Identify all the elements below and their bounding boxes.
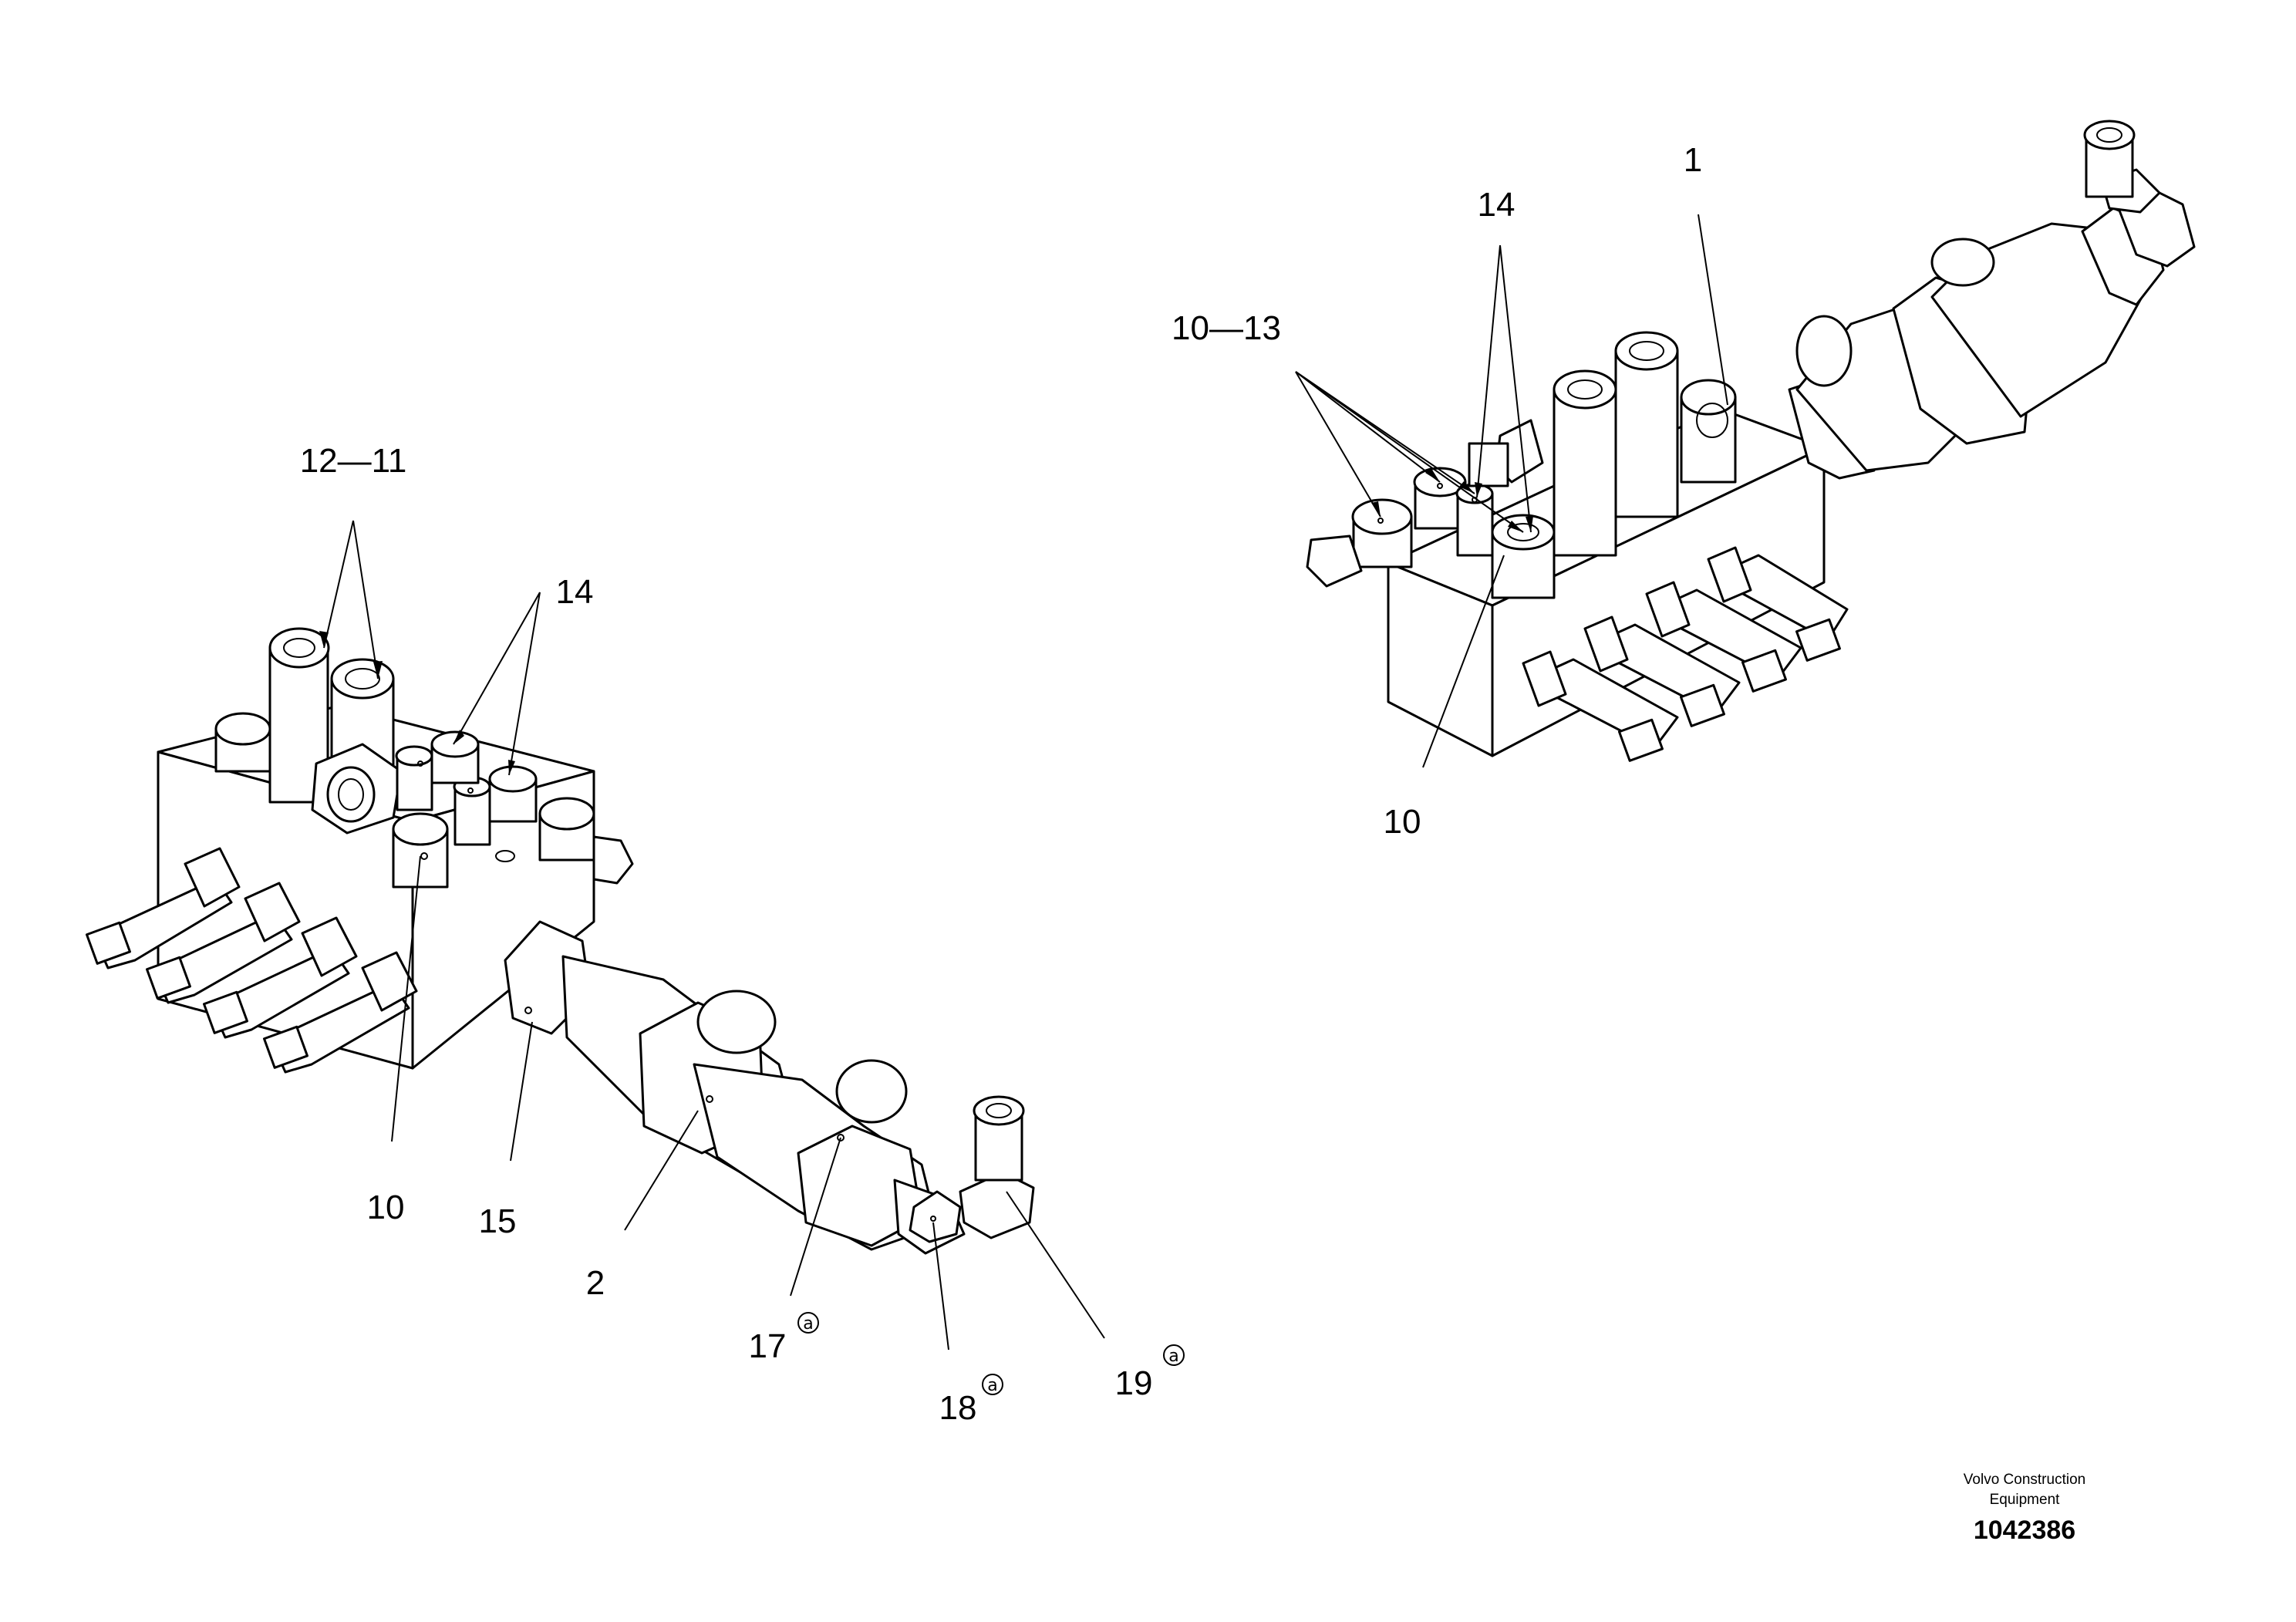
brand-line-2: Equipment [1990, 1492, 2061, 1508]
callout-10-13: 10—13 [1172, 309, 1281, 347]
right-plug-2 [1583, 615, 1741, 727]
svg-text:a: a [1168, 1347, 1178, 1366]
left-fitting-elbow [311, 743, 403, 835]
left-pin-2 [453, 776, 491, 846]
callout-10-right: 10 [1384, 803, 1421, 841]
title-block: Volvo Construction Equipment 1042386 [1964, 1472, 2085, 1545]
callout-15: 15 [479, 1202, 517, 1240]
right-fitting-tall-e [1614, 331, 1679, 518]
callout-14-left: 14 [556, 573, 594, 611]
right-fitting-tall-d [1553, 369, 1617, 557]
callout-1: 1 [1684, 141, 1702, 179]
note-mark-17: a [797, 1312, 819, 1334]
left-fitting-f [538, 797, 634, 885]
left-cylinder [504, 920, 966, 1255]
leader-lines [319, 214, 1728, 1351]
callout-14-right: 14 [1478, 186, 1515, 224]
left-plug-2 [145, 882, 301, 1004]
drawing-number: 1042386 [1974, 1516, 2075, 1545]
right-plug-3 [1645, 581, 1802, 693]
right-fitting-elbow [1468, 419, 1544, 487]
right-plug-row [1522, 546, 1849, 762]
right-fitting-f [1680, 379, 1737, 484]
left-valve-assembly [85, 627, 1035, 1255]
right-plug-1 [1522, 650, 1679, 762]
right-valve-assembly [1306, 120, 2196, 762]
callout-19: 19 [1115, 1364, 1153, 1402]
svg-text:a: a [803, 1314, 813, 1334]
callout-10-left: 10 [367, 1189, 405, 1226]
right-fitting-c [1491, 514, 1556, 599]
left-plug-1 [85, 847, 241, 969]
left-plug-4 [262, 951, 418, 1074]
right-pin [1455, 483, 1494, 557]
left-plug-row [85, 847, 418, 1074]
right-cylinder [1788, 120, 2196, 480]
callout-17: 17 [749, 1327, 787, 1365]
note-mark-19: a [1163, 1344, 1185, 1366]
left-pin-1 [395, 745, 433, 811]
right-top-fittings [1306, 331, 1737, 599]
brand-line-1: Volvo Construction [1964, 1472, 2085, 1488]
callout-2: 2 [586, 1264, 605, 1302]
left-fitting-e [488, 765, 538, 823]
callout-12-11: 12—11 [300, 442, 407, 480]
note-mark-18: a [982, 1374, 1003, 1395]
left-end-fittings [909, 1095, 1035, 1243]
left-fitting-d [430, 730, 480, 784]
note-marks: a a a [797, 1312, 1185, 1395]
left-fitting-a [214, 712, 271, 773]
left-plug-3 [202, 916, 358, 1039]
svg-text:a: a [987, 1376, 997, 1395]
right-plug-4 [1707, 546, 1849, 662]
callout-18: 18 [939, 1389, 977, 1427]
left-fitting-g [392, 812, 449, 889]
callout-labels: 12—11 14 10 15 2 17 18 19 1 14 10—13 10 [300, 141, 1703, 1427]
right-fitting-a [1306, 498, 1413, 588]
